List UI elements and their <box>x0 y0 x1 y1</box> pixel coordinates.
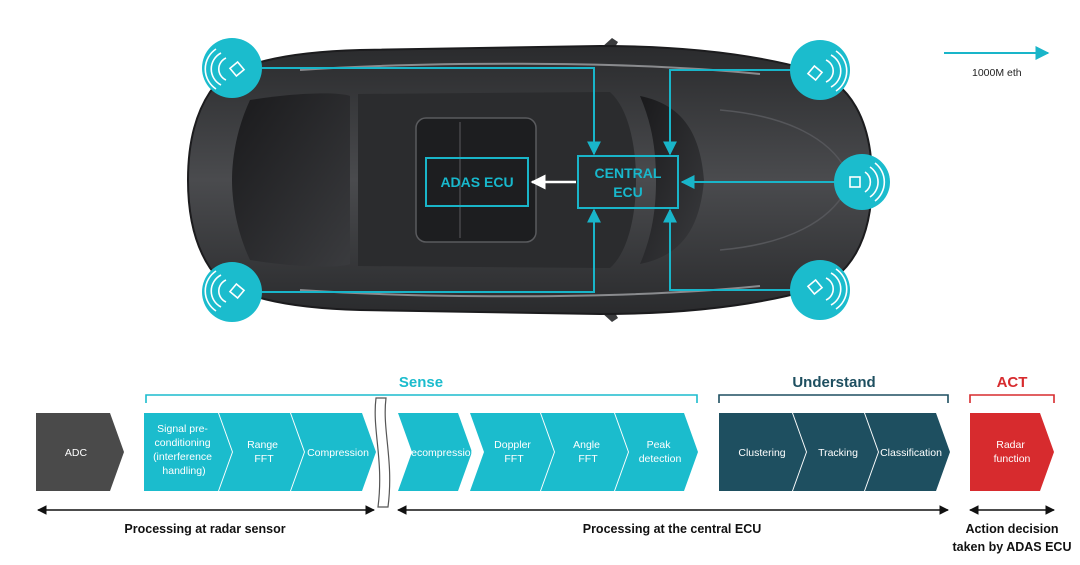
stage-range-fft: Range FFT <box>219 413 304 491</box>
stage-classification-label: Classification <box>880 447 942 459</box>
stage-doppler-label-2: FFT <box>504 453 524 465</box>
stage-signal-label-2: conditioning <box>155 437 211 449</box>
stage-classification: Classification <box>865 413 950 491</box>
car-windshield <box>640 96 704 264</box>
label-processing-radar-sensor: Processing at radar sensor <box>124 522 285 536</box>
line-front-right-to-central <box>663 69 796 156</box>
stage-signal-preconditioning: Signal pre- conditioning (interference h… <box>144 413 232 491</box>
stage-adc-label: ADC <box>65 447 88 459</box>
rear-right-radar <box>790 260 850 320</box>
svg-text:Radar function: Radar function <box>994 439 1031 465</box>
act-bracket: ACT <box>969 374 1055 403</box>
central-ecu-label-line1: CENTRAL <box>595 165 662 181</box>
stage-clustering: Clustering <box>719 413 806 491</box>
radar-waves-icon <box>204 270 246 312</box>
stage-angle-label-2: FFT <box>578 453 598 465</box>
front-left-radar <box>202 38 262 98</box>
stage-compression: Compression <box>291 413 376 491</box>
stage-radar-label-2: function <box>994 453 1031 465</box>
stage-radar-function: Radar function <box>970 413 1054 491</box>
stage-doppler-fft: Doppler FFT <box>470 413 554 491</box>
stage-signal-label-3: (interference <box>153 451 212 463</box>
front-right-radar <box>790 40 850 100</box>
sense-bracket: Sense <box>145 374 698 403</box>
central-ecu-label-line2: ECU <box>613 184 643 200</box>
line-front-left-to-central <box>262 67 601 156</box>
connection-lines <box>262 67 836 293</box>
stage-range-label-2: FFT <box>254 453 274 465</box>
adas-ecu-box: ADAS ECU <box>425 157 529 207</box>
radar-waves-icon <box>849 162 886 202</box>
radar-waves-icon <box>204 48 246 90</box>
svg-text:Range FFT: Range FFT <box>247 439 281 465</box>
stage-compression-label: Compression <box>307 447 369 459</box>
rear-left-radar <box>202 262 262 322</box>
line-rear-right-to-central <box>663 208 796 291</box>
label-action-decision-1: Action decision <box>965 522 1058 536</box>
sense-label: Sense <box>399 374 443 391</box>
svg-text:Angle FFT: Angle FFT <box>573 439 603 465</box>
stage-signal-label-1: Signal pre- <box>157 423 208 435</box>
stage-peak-detection: Peak detection <box>615 413 698 491</box>
stage-radar-label-1: Radar <box>996 439 1025 451</box>
adas-ecu-label: ADAS ECU <box>440 174 513 190</box>
stage-angle-fft: Angle FFT <box>541 413 628 491</box>
front-center-radar <box>834 154 890 210</box>
stage-peak-label-1: Peak <box>647 439 672 451</box>
stage-clustering-label: Clustering <box>738 447 785 459</box>
stage-decompression-label: Decompression <box>404 447 477 459</box>
radar-waves-icon <box>806 50 848 92</box>
stage-peak-label-2: detection <box>639 453 682 465</box>
car-rear-window <box>232 93 350 267</box>
stage-tracking-label: Tracking <box>818 447 858 459</box>
svg-text:Signal pre- conditioning: Signal pre- conditioning (interference h… <box>153 423 215 477</box>
radar-waves-icon <box>806 268 848 310</box>
car-illustration <box>186 38 874 322</box>
stage-signal-label-4: handling) <box>162 465 205 477</box>
car-hood-line-top <box>719 109 847 171</box>
act-label: ACT <box>997 374 1028 391</box>
car-hood-line-bottom <box>719 189 847 251</box>
label-action-decision-2: taken by ADAS ECU <box>952 540 1071 554</box>
stage-angle-label-1: Angle <box>573 439 600 451</box>
pipeline-break-marker <box>374 397 391 508</box>
central-ecu-box: CENTRAL ECU <box>577 155 679 209</box>
svg-text:Doppler FFT: Doppler FFT <box>494 439 534 465</box>
understand-bracket: Understand <box>718 374 949 403</box>
stage-doppler-label-1: Doppler <box>494 439 531 451</box>
legend: 1000M eth <box>944 46 1050 79</box>
legend-label: 1000M eth <box>972 67 1022 79</box>
stage-tracking: Tracking <box>793 413 878 491</box>
stage-adc: ADC <box>36 413 124 491</box>
svg-text:Peak detection: Peak detection <box>639 439 682 465</box>
stage-range-label-1: Range <box>247 439 278 451</box>
stage-decompression: Decompression <box>398 413 477 491</box>
label-processing-central-ecu: Processing at the central ECU <box>583 522 762 536</box>
line-rear-left-to-central <box>262 208 601 293</box>
understand-label: Understand <box>792 374 875 391</box>
